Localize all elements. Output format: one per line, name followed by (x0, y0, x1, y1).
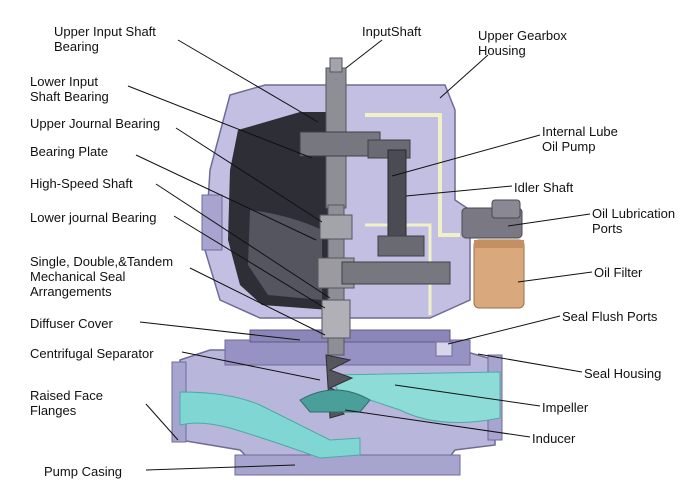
label-input-shaft: InputShaft (362, 24, 422, 39)
leader-bearing-plate (135, 154, 317, 241)
volute-passage (329, 371, 501, 423)
leader-impeller (394, 384, 541, 407)
leader-high-speed-shaft (155, 183, 331, 299)
pump-foot (234, 454, 461, 476)
label-high-speed-shaft: High-Speed Shaft (30, 176, 133, 191)
seal-stack (321, 299, 351, 339)
label-bearing-plate: Bearing Plate (30, 144, 109, 159)
upper-gear (299, 131, 381, 157)
oil-port-cap (491, 199, 521, 219)
label-raised-face-flanges: Raised Face Flanges (30, 388, 103, 418)
leader-centrifugal-separator (181, 351, 321, 381)
label-upper-input-shaft-bearing: Upper Input Shaft Bearing (54, 24, 156, 54)
label-lower-input-shaft-bearing: Lower Input Shaft Bearing (30, 74, 109, 104)
label-internal-lube-oil-pump: Internal Lube Oil Pump (542, 124, 618, 154)
lower-gear (341, 261, 451, 285)
label-impeller: Impeller (542, 400, 589, 415)
label-oil-filter: Oil Filter (594, 265, 643, 280)
interior-highlight (248, 210, 322, 300)
inlet-passage (179, 391, 361, 459)
input-shaft-top (329, 57, 343, 73)
label-upper-gearbox-housing: Upper Gearbox Housing (478, 28, 567, 58)
label-diffuser-cover: Diffuser Cover (30, 316, 113, 331)
lube-line-lower (365, 223, 432, 315)
leader-diffuser-cover (139, 321, 301, 341)
label-pump-casing: Pump Casing (44, 464, 123, 479)
leader-upper-gearbox-housing (439, 54, 489, 99)
label-lower-journal-bearing: Lower journal Bearing (30, 210, 157, 225)
leader-oil-lubrication-ports (507, 213, 591, 227)
leader-idler-shaft (405, 185, 513, 197)
leader-upper-journal-bearing (175, 127, 323, 223)
leader-lines (127, 39, 593, 471)
label-centrifugal-separator: Centrifugal Separator (30, 346, 154, 361)
label-mechanical-seal: Single, Double,&Tandem Mechanical Seal A… (30, 254, 174, 299)
seal-flush-port (435, 341, 453, 357)
leader-raised-face-flanges (145, 403, 179, 441)
oil-filter-top (474, 240, 524, 248)
oil-filter (473, 239, 525, 309)
label-upper-journal-bearing: Upper Journal Bearing (30, 116, 161, 131)
leader-lower-journal-bearing (173, 215, 326, 309)
leader-seal-flush-ports (447, 315, 561, 345)
leader-pump-casing (145, 464, 296, 471)
impeller-shape (299, 389, 371, 413)
label-oil-lubrication-ports: Oil Lubrication Ports (592, 206, 676, 236)
leader-internal-lube-oil-pump (391, 134, 541, 177)
leader-mechanical-seal (189, 267, 326, 336)
leader-seal-housing (477, 353, 583, 373)
leader-lower-input-shaft-bearing (127, 85, 313, 159)
label-seal-housing: Seal Housing (584, 366, 662, 381)
label-inducer: Inducer (532, 431, 576, 446)
lower-gear-2 (377, 235, 425, 257)
leader-input-shaft (345, 39, 383, 69)
leader-inducer (344, 409, 531, 438)
leader-upper-input-shaft-bearing (177, 39, 319, 123)
label-idler-shaft: Idler Shaft (514, 180, 574, 195)
bearing-block-1 (319, 214, 353, 240)
lube-line (365, 113, 460, 237)
label-seal-flush-ports: Seal Flush Ports (562, 309, 658, 324)
housing-side-block (201, 194, 223, 251)
leader-oil-filter (517, 271, 593, 283)
